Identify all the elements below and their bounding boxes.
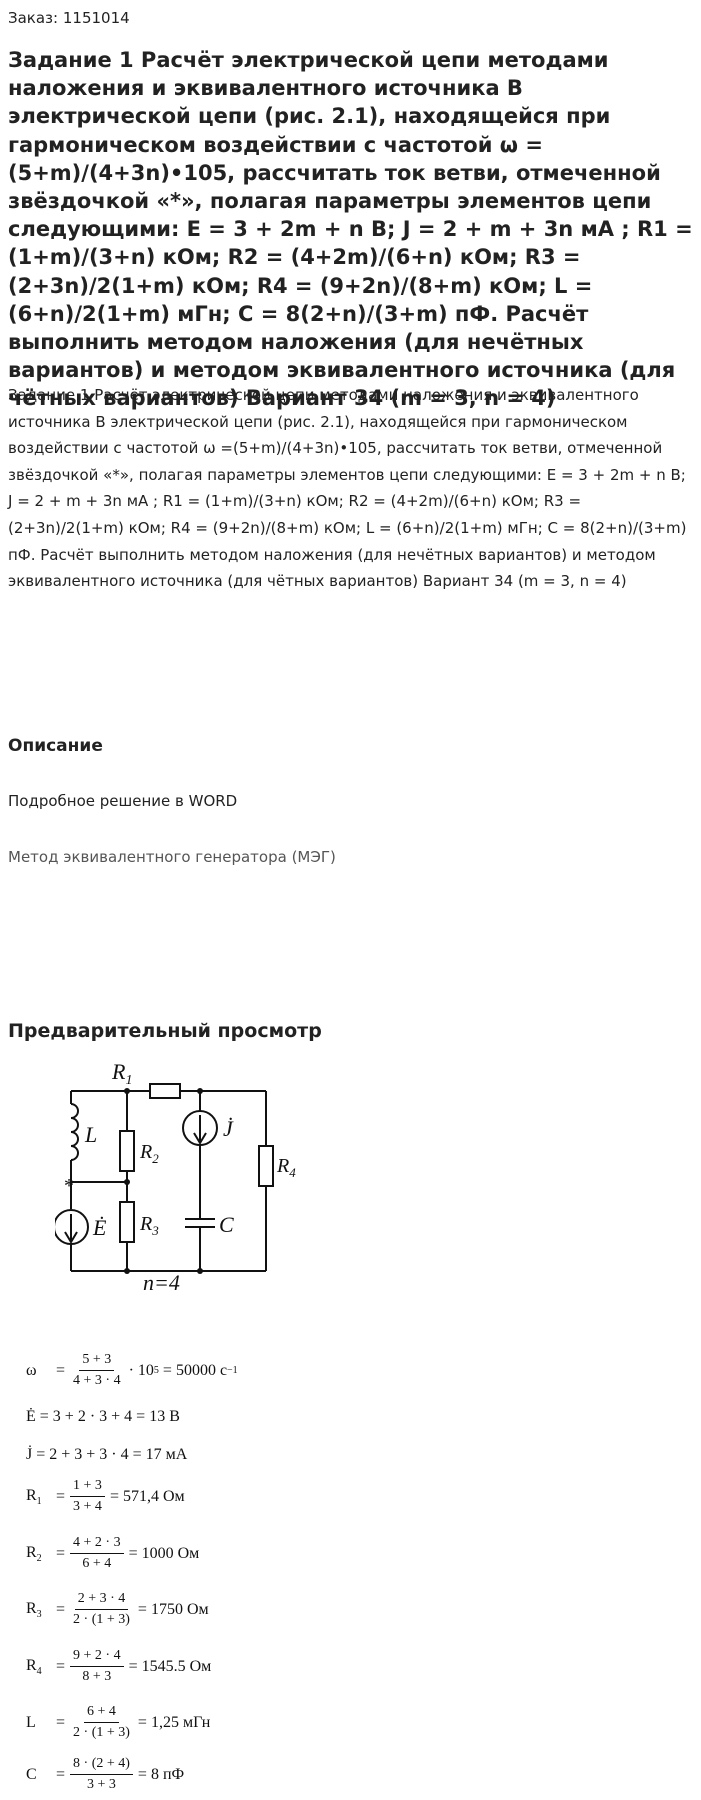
task-paragraph: Задание 1 Расчёт электрической цепи мето… [8,386,687,591]
label-e: Ė [92,1215,107,1240]
description-line-word: Подробное решение в WORD [8,792,238,810]
inductor-l [70,1103,79,1161]
circuit-diagram: R1 R2 R3 R4 L Ė J̇ C * n=4 [55,1059,296,1290]
node-top-left [124,1088,130,1094]
label-c: C [219,1212,234,1237]
order-number: Заказ: 1151014 [8,9,130,27]
calc-e: Ė = 3 + 2 · 3 + 4 = 13 В [26,1408,180,1425]
node-bottom-right [197,1268,203,1274]
node-middle [124,1179,130,1185]
description-line-method: Метод эквивалентного генератора (МЭГ) [8,848,336,866]
node-top-right [197,1088,203,1094]
calc-j: J̇ = 2 + 3 + 3 · 4 = 17 мА [26,1446,188,1463]
label-n: n=4 [143,1270,180,1290]
source-e-arrow-head [64,1231,78,1244]
preview-heading: Предварительный просмотр [8,1020,322,1042]
node-bottom-left [124,1268,130,1274]
label-star: * [64,1175,74,1197]
label-j: J̇ [223,1116,234,1141]
label-r1: R1 [111,1059,132,1088]
description-heading: Описание [8,736,103,756]
label-r4: R4 [276,1155,296,1180]
calc-c: C= 8 · (2 + 4)3 + 3 = 8 пФ [26,1756,185,1792]
source-j-arrow-head [193,1132,207,1145]
label-r2: R2 [139,1141,159,1166]
label-r3: R3 [139,1213,159,1238]
page-title: Задание 1 Расчёт электрической цепи мето… [8,48,693,411]
label-l: L [84,1122,97,1147]
